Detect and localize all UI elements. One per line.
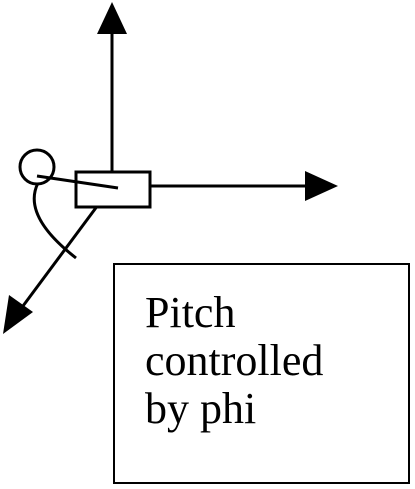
diagonal-axis-arrowhead	[3, 295, 33, 334]
body-rectangle	[74, 170, 152, 209]
caption-line-2: controlled	[145, 336, 324, 385]
caption-line-1: Pitch	[145, 288, 236, 337]
diagonal-axis-line	[18, 204, 100, 311]
caption-box: Pitch controlled by phi	[113, 263, 410, 484]
vertical-axis-arrowhead	[97, 2, 127, 34]
caption-text: Pitch controlled by phi	[145, 289, 405, 433]
caption-line-3: by phi	[145, 384, 257, 433]
pivot-circle	[18, 148, 56, 186]
horizontal-axis-arrowhead	[305, 171, 338, 201]
phi-angle-arc	[32, 182, 77, 260]
